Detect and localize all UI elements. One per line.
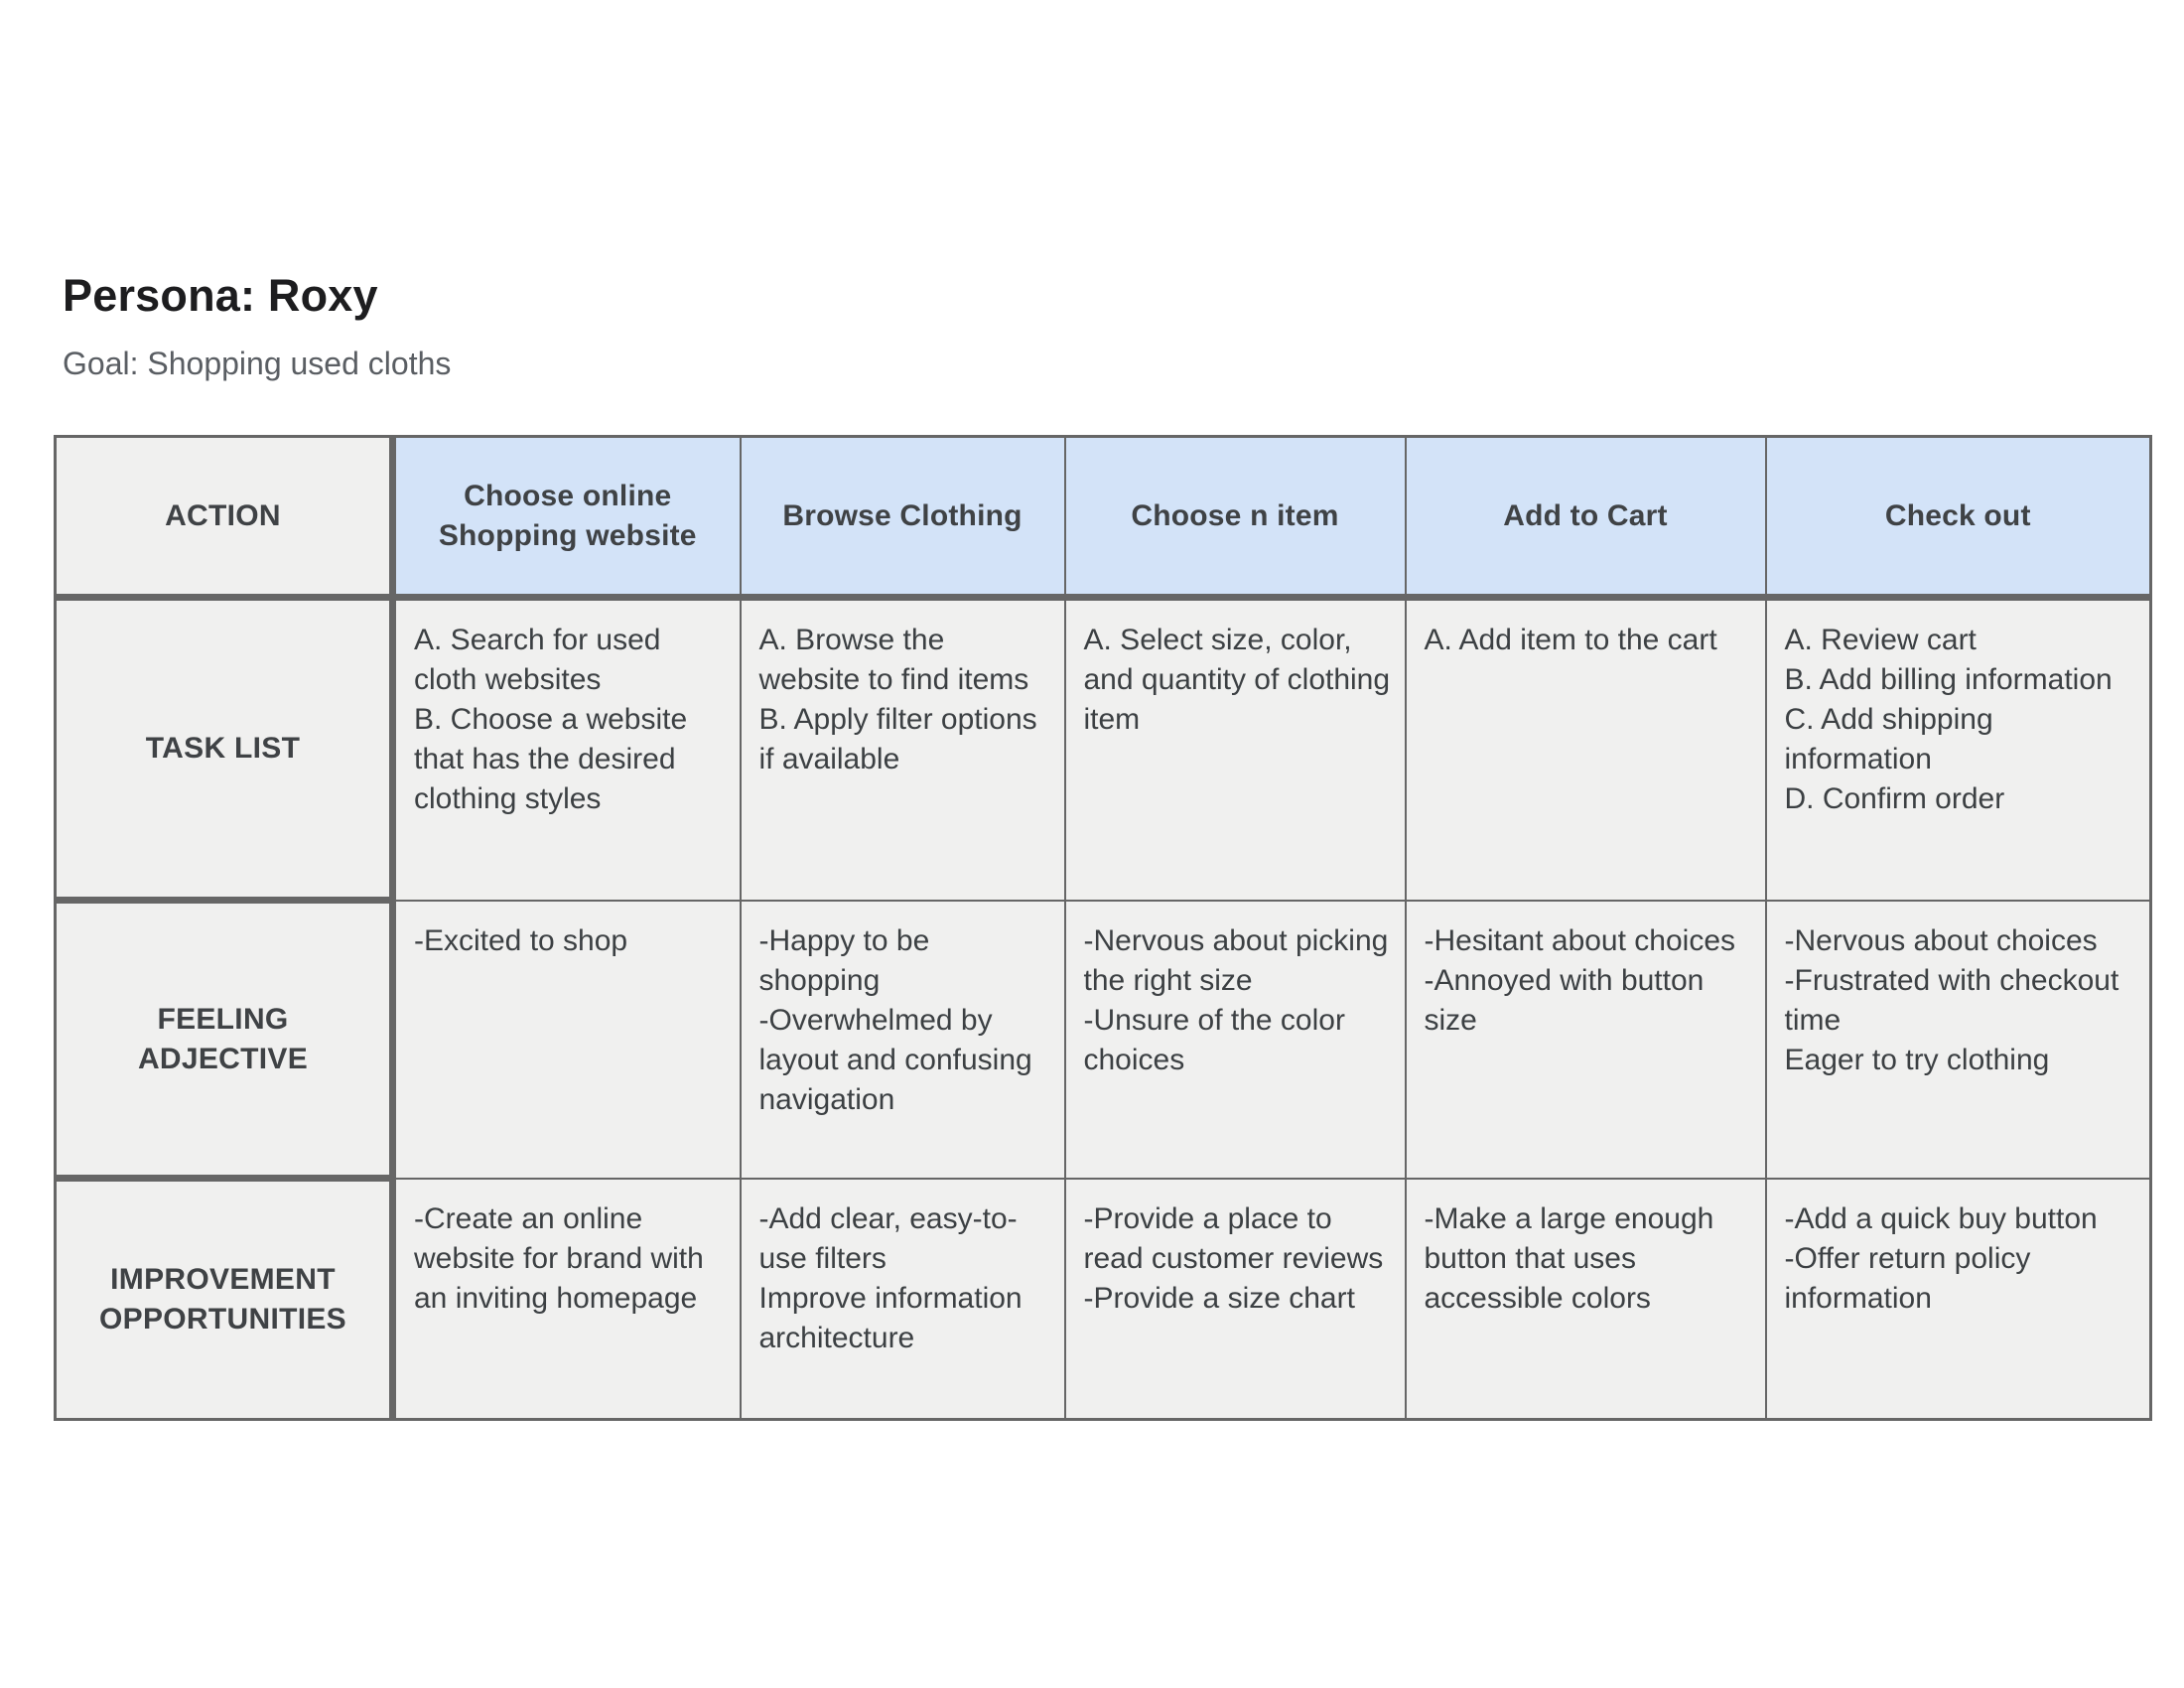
page-goal: Goal: Shopping used cloths	[63, 346, 452, 381]
row-header-task-list: TASK LIST	[54, 596, 396, 904]
cell-tasks-choose-item: A. Select size, color, and quantity of c…	[1063, 596, 1407, 902]
cell-tasks-choose-website: A. Search for used cloth websites B. Cho…	[391, 596, 742, 902]
column-header-add-to-cart: Add to Cart	[1404, 435, 1767, 601]
cell-feelings-choose-item: -Nervous about picking the right size -U…	[1063, 899, 1407, 1180]
stage-header-row: ACTION Choose online Shopping website Br…	[54, 435, 2152, 601]
cell-improvements-browse-clothing: -Add clear, easy-to-use filters Improve …	[739, 1177, 1066, 1421]
cell-feelings-check-out: -Nervous about choices -Frustrated with …	[1764, 899, 2152, 1180]
cell-feelings-add-to-cart: -Hesitant about choices -Annoyed with bu…	[1404, 899, 1767, 1180]
column-header-browse-clothing: Browse Clothing	[739, 435, 1066, 601]
journey-map-table: ACTION Choose online Shopping website Br…	[54, 435, 2152, 1421]
column-header-check-out: Check out	[1764, 435, 2152, 601]
cell-improvements-choose-website: -Create an online website for brand with…	[391, 1177, 742, 1421]
cell-tasks-add-to-cart: A. Add item to the cart	[1404, 596, 1767, 902]
column-header-choose-website: Choose online Shopping website	[391, 435, 742, 601]
row-header-improvement-opportunities: IMPROVEMENT OPPORTUNITIES	[54, 1177, 396, 1421]
row-header-feeling-adjective: FEELING ADJECTIVE	[54, 899, 396, 1182]
column-header-choose-item: Choose n item	[1063, 435, 1407, 601]
cell-tasks-browse-clothing: A. Browse the website to find items B. A…	[739, 596, 1066, 902]
column-header-action: ACTION	[54, 435, 396, 601]
cell-improvements-check-out: -Add a quick buy button -Offer return po…	[1764, 1177, 2152, 1421]
page-title: Persona: Roxy	[63, 270, 378, 321]
task-list-row: TASK LIST A. Search for used cloth websi…	[54, 596, 2152, 904]
cell-tasks-check-out: A. Review cart B. Add billing informatio…	[1764, 596, 2152, 902]
cell-feelings-browse-clothing: -Happy to be shopping -Overwhelmed by la…	[739, 899, 1066, 1180]
cell-feelings-choose-website: -Excited to shop	[391, 899, 742, 1180]
improvement-opportunities-row: IMPROVEMENT OPPORTUNITIES -Create an onl…	[54, 1177, 2152, 1421]
cell-improvements-choose-item: -Provide a place to read customer review…	[1063, 1177, 1407, 1421]
feeling-adjective-row: FEELING ADJECTIVE -Excited to shop -Happ…	[54, 899, 2152, 1182]
cell-improvements-add-to-cart: -Make a large enough button that uses ac…	[1404, 1177, 1767, 1421]
